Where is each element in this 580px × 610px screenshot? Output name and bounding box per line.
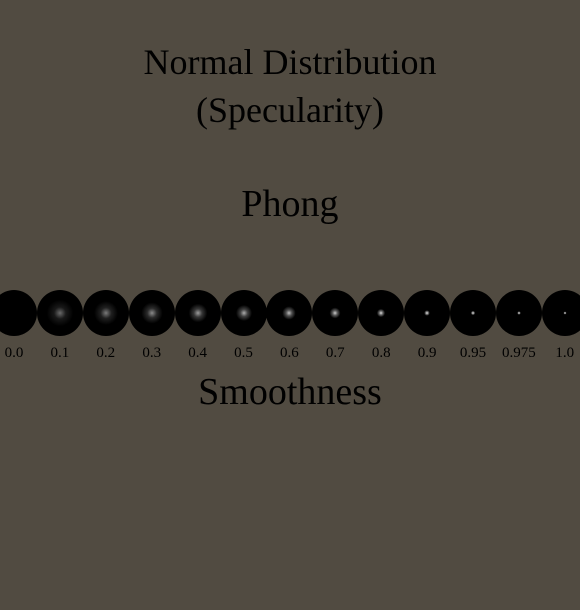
tick-label: 0.9 xyxy=(417,345,437,361)
smoothness-tick-labels: 0.0 0.1 0.2 0.3 0.4 0.5 0.6 0.7 0.8 0.9 0.95 0.975 1… xyxy=(0,343,580,365)
tick-label: 0.95 xyxy=(459,345,487,361)
sphere-smoothness-0-2 xyxy=(82,290,129,336)
tick-label: 0.0 xyxy=(4,345,24,361)
sphere-smoothness-0-8 xyxy=(358,290,405,336)
sphere-smoothness-0-95 xyxy=(450,290,496,336)
tick-label: 0.6 xyxy=(280,345,299,361)
sphere-smoothness-0-0 xyxy=(0,290,37,336)
sphere-smoothness-0-7 xyxy=(312,290,359,336)
sphere-smoothness-0-975 xyxy=(495,290,542,336)
tick-label: 0.3 xyxy=(142,345,162,361)
sphere-smoothness-0-9 xyxy=(404,290,451,336)
title-line-1: Normal Distribution xyxy=(143,42,437,82)
tick-label: 0.2 xyxy=(96,345,116,361)
tick-label: 1.0 xyxy=(555,345,575,361)
tick-label: 0.975 xyxy=(502,345,536,361)
title-line-2: (Specularity) xyxy=(196,90,384,130)
shading-model-label: Phong xyxy=(241,183,339,225)
diagram-title: Normal Distribution (Specularity) xyxy=(0,38,580,134)
sphere-smoothness-1-0 xyxy=(541,290,580,336)
tick-label: 0.4 xyxy=(188,345,207,361)
tick-label: 0.8 xyxy=(371,345,391,361)
sphere-smoothness-0-4 xyxy=(174,290,221,336)
axis-label: Smoothness xyxy=(198,371,382,413)
sphere-smoothness-0-5 xyxy=(220,290,267,336)
tick-label: 0.5 xyxy=(234,345,253,361)
sphere-row xyxy=(0,290,580,338)
sphere-smoothness-0-3 xyxy=(128,290,175,336)
sphere-smoothness-0-1 xyxy=(36,290,83,336)
tick-label: 0.1 xyxy=(50,345,70,361)
tick-label: 0.7 xyxy=(325,345,345,361)
sphere-smoothness-0-6 xyxy=(266,290,313,336)
